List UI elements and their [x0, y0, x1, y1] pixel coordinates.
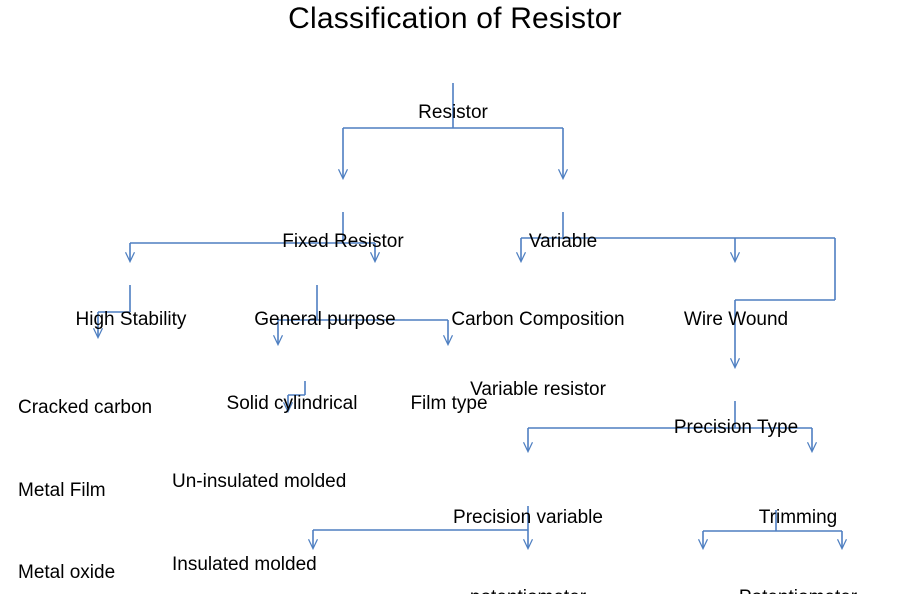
node-rectilinear[interactable]: Rectilinear — [633, 549, 773, 594]
node-general-purpose-line-1: General purpose — [254, 309, 396, 331]
node-fixed-resistor-line-1: Fixed Resistor — [282, 231, 404, 253]
node-precision-variable-potentiometer-line-2: potentiometer — [420, 585, 636, 594]
node-resistor[interactable]: Resistor — [383, 55, 523, 171]
node-high-stability[interactable]: High Stability — [50, 262, 212, 378]
node-high-stability-types-line-1: Cracked carbon — [18, 397, 153, 419]
node-high-stability-types[interactable]: Cracked carbon Metal Film Metal oxide Wi… — [18, 339, 208, 594]
node-precision-type-line-1: Precision Type — [673, 417, 799, 439]
node-molded-types[interactable]: Un-insulated molded Insulated molded — [172, 413, 402, 594]
node-trimming-potentiometer-line-1: Trimming — [758, 507, 838, 529]
node-variable-line-1: Variable — [528, 231, 598, 253]
node-solid-cylindrical[interactable]: Solid cylindrical — [198, 346, 386, 462]
node-general-purpose[interactable]: General purpose — [228, 262, 422, 378]
node-fixed-resistor[interactable]: Fixed Resistor — [263, 184, 423, 300]
node-carbon-composition-line-2: Variable resistor — [470, 378, 606, 400]
page-title: Classification of Resistor — [288, 2, 622, 35]
node-wire-wound-line-1: Wire Wound — [683, 309, 789, 331]
node-precision-variable-potentiometer-line-1: Precision variable — [453, 507, 603, 529]
node-solid-cylindrical-line-1: Solid cylindrical — [226, 393, 358, 415]
node-variable[interactable]: Variable — [493, 184, 633, 300]
node-precision-type[interactable]: Precision Type — [652, 370, 820, 486]
node-trimming-potentiometer[interactable]: Trimming Potentiometer — [698, 452, 898, 594]
node-resistor-line-1: Resistor — [418, 102, 488, 124]
node-trimming-potentiometer-line-2: Potentiometer — [698, 585, 898, 594]
node-film-type-line-1: Film type — [410, 393, 488, 415]
node-high-stability-line-1: High Stability — [75, 309, 187, 331]
node-film-type-2[interactable]: Film Type — [243, 549, 383, 594]
node-rotary[interactable]: Rotary — [782, 549, 894, 594]
node-film-type[interactable]: Film type — [385, 346, 513, 462]
node-wire-wound[interactable]: Wire Wound — [657, 262, 815, 378]
node-carbon-composition-line-1: Carbon Composition — [451, 309, 625, 331]
node-molded-types-line-2: Insulated molded — [172, 553, 317, 575]
node-carbon-composition[interactable]: Carbon Composition Variable resistor — [432, 262, 644, 447]
node-high-stability-types-line-2: Metal Film — [18, 479, 106, 501]
node-molded-types-line-1: Un-insulated molded — [172, 471, 347, 493]
node-high-stability-types-line-3: Metal oxide — [18, 562, 116, 584]
node-precision-variable-potentiometer[interactable]: Precision variable potentiometer — [420, 452, 636, 594]
node-wire-wound-2[interactable]: Wire Wound — [450, 549, 608, 594]
